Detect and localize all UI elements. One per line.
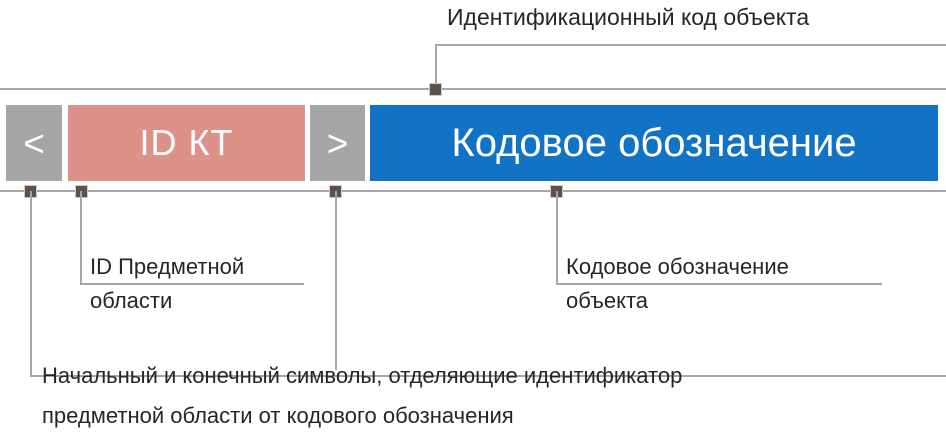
callout-subject-area-label-line1: ID Предметной	[90, 254, 245, 279]
callout-object-identification-code-label: Идентификационный код объекта	[447, 4, 810, 30]
connector-dot-object-identification-code	[429, 83, 442, 96]
callout-subject-area-underline	[80, 283, 304, 285]
callout-code-designation-label-line1: Кодовое обозначение	[566, 254, 789, 279]
segment-code-designation[interactable]: Кодовое обозначение	[370, 105, 938, 181]
callout-separator-label-line1: Начальный и конечный символы, отделяющие…	[42, 363, 683, 388]
callout-code-designation-underline	[556, 283, 882, 285]
segment-domain-id[interactable]: ID КТ	[68, 105, 305, 181]
callout-separator-label-line2: предметной области от кодового обозначен…	[42, 403, 514, 428]
callout-separator-leader-vertical-right	[335, 191, 337, 370]
code-bar-top-rule	[0, 88, 946, 90]
segment-open-bracket[interactable]: <	[6, 105, 62, 181]
callout-subject-area-leader-vertical	[80, 191, 82, 283]
callout-separator-leader-vertical-left	[30, 191, 32, 375]
callout-top-underline	[435, 44, 946, 46]
code-bar-bottom-rule	[0, 190, 946, 192]
callout-subject-area-label-line2: области	[90, 288, 173, 313]
callout-separator-underline	[30, 375, 946, 377]
segment-close-bracket[interactable]: >	[310, 105, 365, 181]
callout-code-designation-leader-vertical	[556, 191, 558, 283]
callout-code-designation-label-line2: объекта	[566, 288, 649, 313]
callout-top-leader-vertical	[435, 44, 437, 92]
